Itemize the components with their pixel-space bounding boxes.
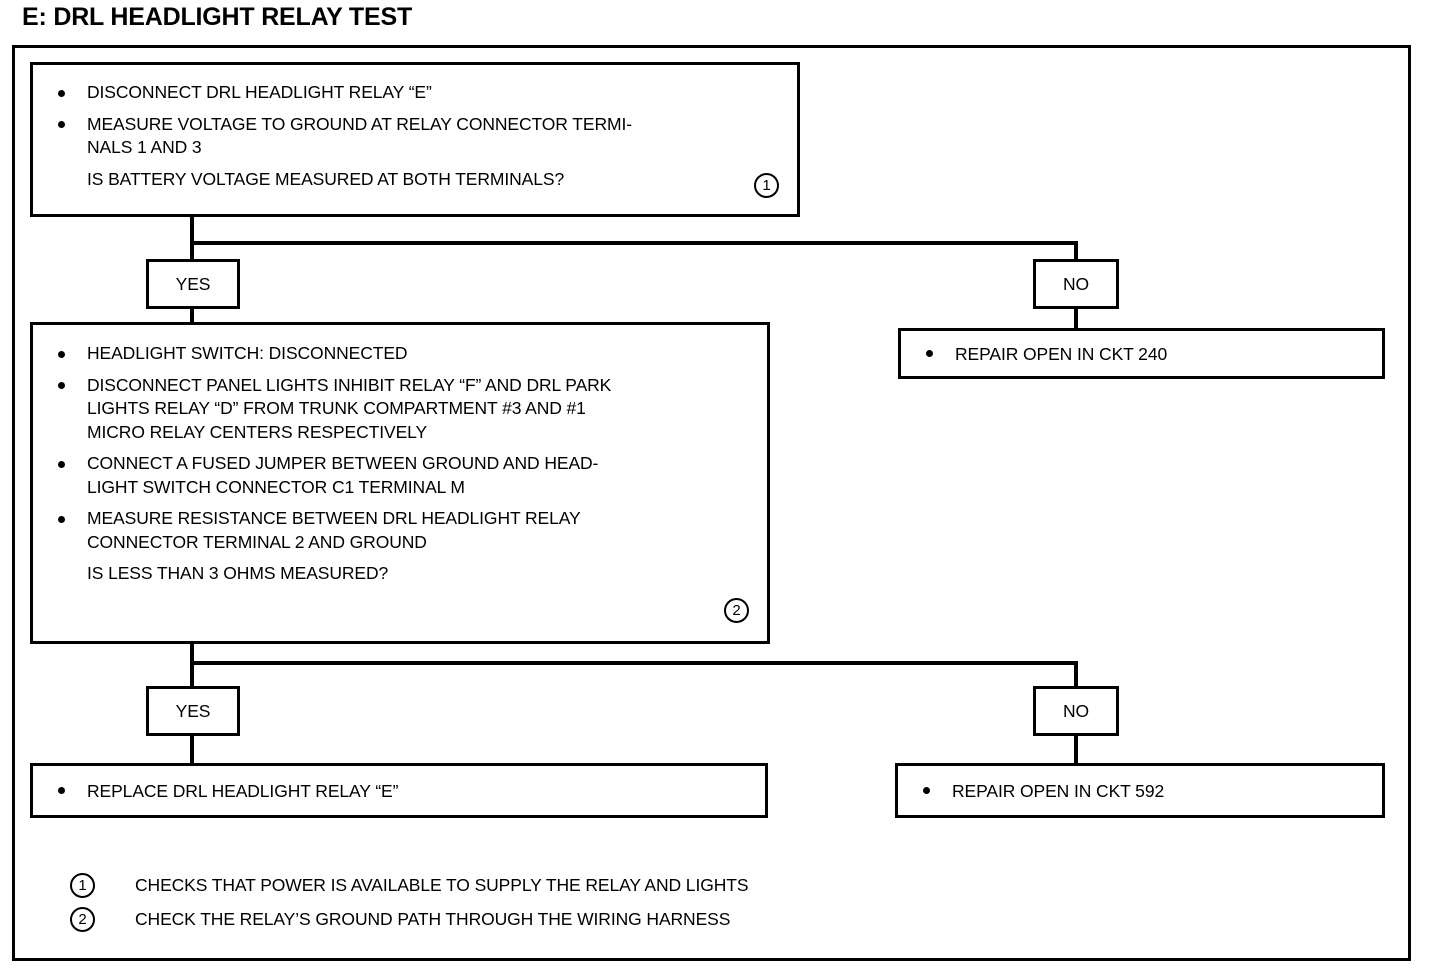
step-2-bullet-4: MEASURE RESISTANCE BETWEEN DRL HEADLIGHT… <box>55 507 757 554</box>
branch2-no-result-box: REPAIR OPEN IN CKT 592 <box>895 763 1385 818</box>
step-1-bullet-1: DISCONNECT DRL HEADLIGHT RELAY “E” <box>55 81 787 105</box>
connector-step2-stem <box>190 644 194 666</box>
step-2-box: HEADLIGHT SWITCH: DISCONNECTED DISCONNEC… <box>30 322 770 644</box>
connector-branch2-yes-drop <box>190 661 194 686</box>
branch2-yes-result-box: REPLACE DRL HEADLIGHT RELAY “E” <box>30 763 768 818</box>
branch1-no-box: NO <box>1033 259 1119 309</box>
connector-step1-stem <box>190 217 194 245</box>
branch2-yes-box: YES <box>146 686 240 736</box>
footnote-row-1: 1 CHECKS THAT POWER IS AVAILABLE TO SUPP… <box>70 870 1070 904</box>
connector-branch1-yes-to-step2 <box>190 307 194 325</box>
connector-branch1-bar <box>190 241 1078 245</box>
footnotes: 1 CHECKS THAT POWER IS AVAILABLE TO SUPP… <box>70 870 1070 938</box>
branch2-yes-result-text: REPLACE DRL HEADLIGHT RELAY “E” <box>55 780 398 802</box>
branch2-no-result-text: REPAIR OPEN IN CKT 592 <box>920 780 1164 802</box>
connector-branch1-yes-drop <box>190 241 194 261</box>
footnote-marker-1: 1 <box>70 873 95 898</box>
step-1-question: IS BATTERY VOLTAGE MEASURED AT BOTH TERM… <box>87 168 565 189</box>
step-2-bullet-2: DISCONNECT PANEL LIGHTS INHIBIT RELAY “F… <box>55 374 757 445</box>
connector-branch2-yes-to-result <box>190 734 194 764</box>
footnote-text-2: CHECK THE RELAY’S GROUND PATH THROUGH TH… <box>135 909 731 929</box>
step-2-bullet-3: CONNECT A FUSED JUMPER BETWEEN GROUND AN… <box>55 452 757 499</box>
reference-marker-2: 2 <box>724 598 749 623</box>
diagram-frame <box>12 45 1411 961</box>
page-title: E: DRL HEADLIGHT RELAY TEST <box>22 3 413 31</box>
reference-marker-1: 1 <box>754 173 779 198</box>
connector-branch2-bar <box>190 661 1078 665</box>
branch1-yes-box: YES <box>146 259 240 309</box>
footnote-text-1: CHECKS THAT POWER IS AVAILABLE TO SUPPLY… <box>135 875 749 895</box>
footnote-marker-2: 2 <box>70 907 95 932</box>
connector-branch1-no-to-result <box>1074 307 1078 330</box>
connector-branch2-no-drop <box>1074 661 1078 686</box>
step-2-question: IS LESS THAN 3 OHMS MEASURED? <box>87 563 389 583</box>
branch1-no-result-text: REPAIR OPEN IN CKT 240 <box>923 343 1167 365</box>
connector-branch2-no-to-result <box>1074 734 1078 764</box>
step-1-bullet-2: MEASURE VOLTAGE TO GROUND AT RELAY CONNE… <box>55 113 787 160</box>
step-2-bullet-1: HEADLIGHT SWITCH: DISCONNECTED <box>55 342 757 366</box>
step-1-box: DISCONNECT DRL HEADLIGHT RELAY “E” MEASU… <box>30 62 800 217</box>
branch1-no-result-box: REPAIR OPEN IN CKT 240 <box>898 328 1385 379</box>
branch2-no-box: NO <box>1033 686 1119 736</box>
connector-branch1-no-drop <box>1074 241 1078 261</box>
footnote-row-2: 2 CHECK THE RELAY’S GROUND PATH THROUGH … <box>70 904 1070 938</box>
